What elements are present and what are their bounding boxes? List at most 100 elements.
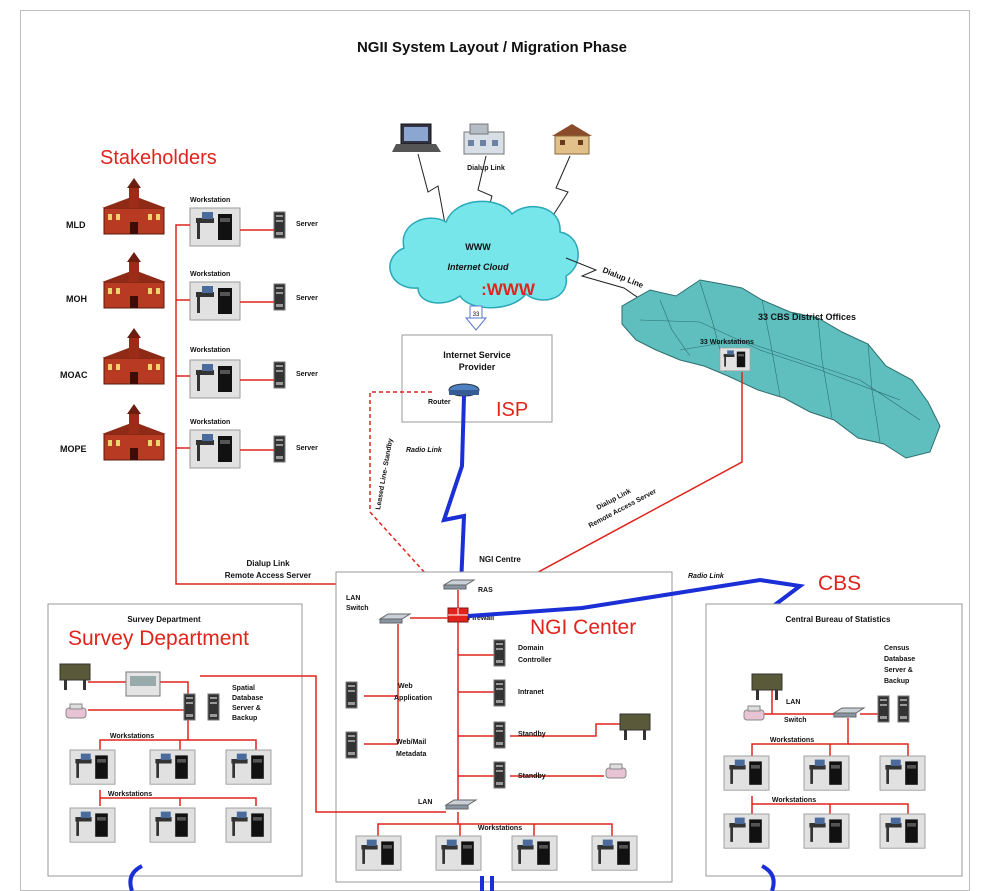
stakeholder-org-moh: MOH (66, 294, 87, 304)
web-app-label-2: Application (394, 695, 432, 702)
ras-label: RAS (478, 587, 493, 594)
isp-big-label: ISP (496, 399, 528, 421)
survey-workstation-1 (69, 749, 116, 785)
intranet-server-icon (493, 679, 506, 707)
firewall-icon (447, 607, 469, 623)
cbs-wiring (751, 690, 909, 814)
radio-link-isp (441, 395, 467, 609)
server-icon (273, 283, 286, 311)
cloud-www2-label: :WWW (481, 280, 536, 299)
building-icon (101, 177, 167, 235)
stakeholder-moac (101, 327, 286, 399)
survey-wiring (88, 675, 446, 813)
stakeholder-trunk (175, 224, 444, 585)
district-title: 33 CBS District Offices (758, 312, 856, 322)
survey-scanner-icon (125, 671, 161, 697)
cbs-workstation-4 (723, 813, 770, 849)
server-label-4: Server (296, 445, 318, 452)
survey-workstation-3 (225, 749, 272, 785)
router-icon (448, 383, 480, 397)
cbs-lan-label-2: Switch (784, 717, 807, 724)
ngi-internal-wiring (364, 590, 620, 846)
lan-switch-label-2: Switch (346, 605, 369, 612)
leased-line-label: Leased Line- Standby (375, 438, 394, 511)
cbs-backup-server-icon (897, 695, 910, 723)
cbs-lan-label-1: LAN (786, 699, 800, 706)
district-dialup-line (467, 372, 743, 611)
connector-label: 33 (473, 312, 480, 318)
web-mail-label-2: Metadata (396, 751, 426, 758)
domain-label-1: Domain (518, 645, 544, 652)
server-icon (273, 211, 286, 239)
cbs-workstation-2 (803, 755, 850, 791)
district-workstations-label: 33 Workstations (700, 339, 754, 346)
web-mail-server-icon (345, 731, 358, 759)
cbs-caption: Central Bureau of Statistics (786, 615, 891, 624)
survey-db-label-4: Backup (232, 715, 257, 722)
building-icon (101, 251, 167, 309)
stakeholder-mope (101, 403, 286, 469)
survey-workstations-label-2: Workstations (108, 791, 152, 798)
isp-box-title-1: Internet Service (443, 350, 511, 360)
cbs-workstation-5 (803, 813, 850, 849)
web-app-label-1: Web (398, 683, 413, 690)
internet-cloud (389, 200, 579, 309)
cloud-isp-connector (464, 305, 488, 331)
stakeholder-link-label-1: Dialup Link (246, 559, 290, 568)
stakeholder-org-mld: MLD (66, 220, 86, 230)
stakeholder-org-moac: MOAC (60, 370, 88, 380)
district-workstation (719, 347, 751, 372)
survey-backup-server-icon (207, 693, 220, 721)
stakeholders-heading: Stakeholders (100, 147, 217, 169)
workstation-icon (189, 207, 241, 247)
workstation-icon (189, 429, 241, 469)
office-building-icon (463, 123, 505, 155)
server-label-1: Server (296, 221, 318, 228)
stakeholder-mld (101, 177, 286, 247)
ngi-workstation-3 (511, 835, 558, 871)
workstation-label-2: Workstation (190, 271, 230, 278)
cloud-www-label: WWW (465, 242, 491, 252)
dialup-link-top-label: Dialup Link (467, 165, 505, 172)
stakeholder-org-mope: MOPE (60, 444, 87, 454)
house-icon (552, 124, 592, 155)
stakeholder-rows (101, 177, 286, 469)
standby-label-1: Standby (518, 731, 546, 738)
survey-workstation-5 (149, 807, 196, 843)
survey-db-server-icon (183, 693, 196, 721)
server-icon (273, 361, 286, 389)
cbs-db-label-4: Backup (884, 678, 909, 685)
cbs-workstations-label-2: Workstations (772, 797, 816, 804)
cbs-db-server-icon (877, 695, 890, 723)
cbs-db-label-1: Census (884, 645, 909, 652)
survey-db-label-3: Server & (232, 705, 261, 712)
dialup-line-label: Dialup Line (601, 266, 645, 291)
laptop-icon (392, 123, 441, 152)
workstation-label-4: Workstation (190, 419, 230, 426)
stakeholder-moh (101, 251, 286, 321)
lan-switch-label-1: LAN (346, 595, 360, 602)
server-label-3: Server (296, 371, 318, 378)
domain-label-2: Controller (518, 657, 552, 664)
diagram-title: NGII System Layout / Migration Phase (357, 39, 627, 56)
cbs-db-label-2: Database (884, 656, 915, 663)
isp-box (401, 334, 553, 423)
ngi-workstations-label: Workstations (478, 825, 522, 832)
standby-label-2: Standby (518, 773, 546, 780)
cbs-workstations-label-1: Workstations (770, 737, 814, 744)
cbs-big-label: CBS (818, 572, 861, 595)
workstation-icon (189, 281, 241, 321)
stakeholder-link-label-2: Remote Access Server (225, 571, 311, 580)
survey-db-label-2: Database (232, 695, 263, 702)
ngi-big-label: NGI Center (530, 616, 636, 639)
ngi-workstation-1 (355, 835, 402, 871)
cloud-internet-label: Internet Cloud (448, 262, 509, 272)
standby-server-icon (493, 761, 506, 789)
workstation-icon (189, 359, 241, 399)
cbs-workstation-6 (879, 813, 926, 849)
ngi-workstation-2 (435, 835, 482, 871)
web-app-server-icon (345, 681, 358, 709)
nepal-map (621, 279, 941, 459)
bottom-decoration (128, 864, 776, 891)
